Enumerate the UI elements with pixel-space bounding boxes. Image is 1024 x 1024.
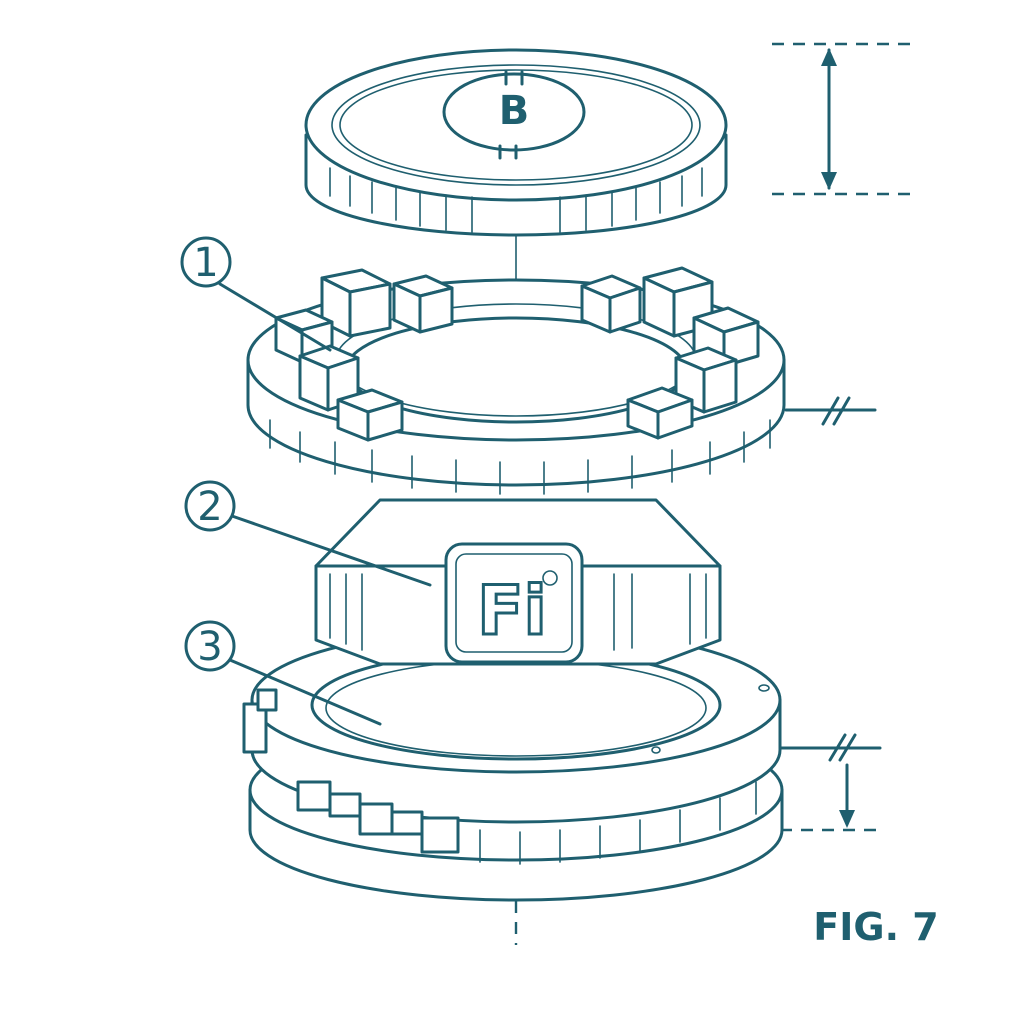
ring-with-cubes: [246, 266, 786, 495]
break-marker-middle: [784, 396, 877, 426]
cube: [626, 386, 694, 440]
base-edge-ribs: [479, 781, 757, 865]
callout-3: 3: [184, 620, 382, 726]
callout-number: 3: [197, 624, 222, 670]
figure-caption: FIG. 7: [813, 905, 938, 949]
octagonal-fi-block: Fi: [314, 498, 722, 666]
coin-edge-ribs: [329, 167, 703, 233]
cube: [392, 274, 454, 334]
cube: [580, 274, 642, 334]
cube: [642, 266, 714, 338]
dimension-marker-bottom: [778, 733, 882, 832]
callout-number: 2: [197, 484, 222, 530]
coin-emblem-icon: B: [442, 70, 586, 160]
fi-logo-text: Fi: [477, 572, 547, 651]
callout-1: 1: [180, 236, 332, 352]
cube: [320, 268, 392, 338]
cube: [336, 388, 404, 442]
callout-number: 1: [193, 240, 218, 286]
cube: [674, 346, 738, 414]
bitcoin-coin: B: [304, 48, 728, 237]
fi-logo-badge: Fi: [444, 542, 584, 664]
gear-teeth: [242, 688, 460, 854]
cube-array: [274, 266, 760, 442]
callout-2: 2: [184, 480, 432, 587]
ring-edge-ribs: [269, 419, 771, 495]
dimension-marker-top: [772, 42, 910, 196]
coin-symbol: B: [499, 88, 530, 134]
block-ribs: [329, 573, 707, 651]
toothed-base-ring: [242, 626, 784, 902]
